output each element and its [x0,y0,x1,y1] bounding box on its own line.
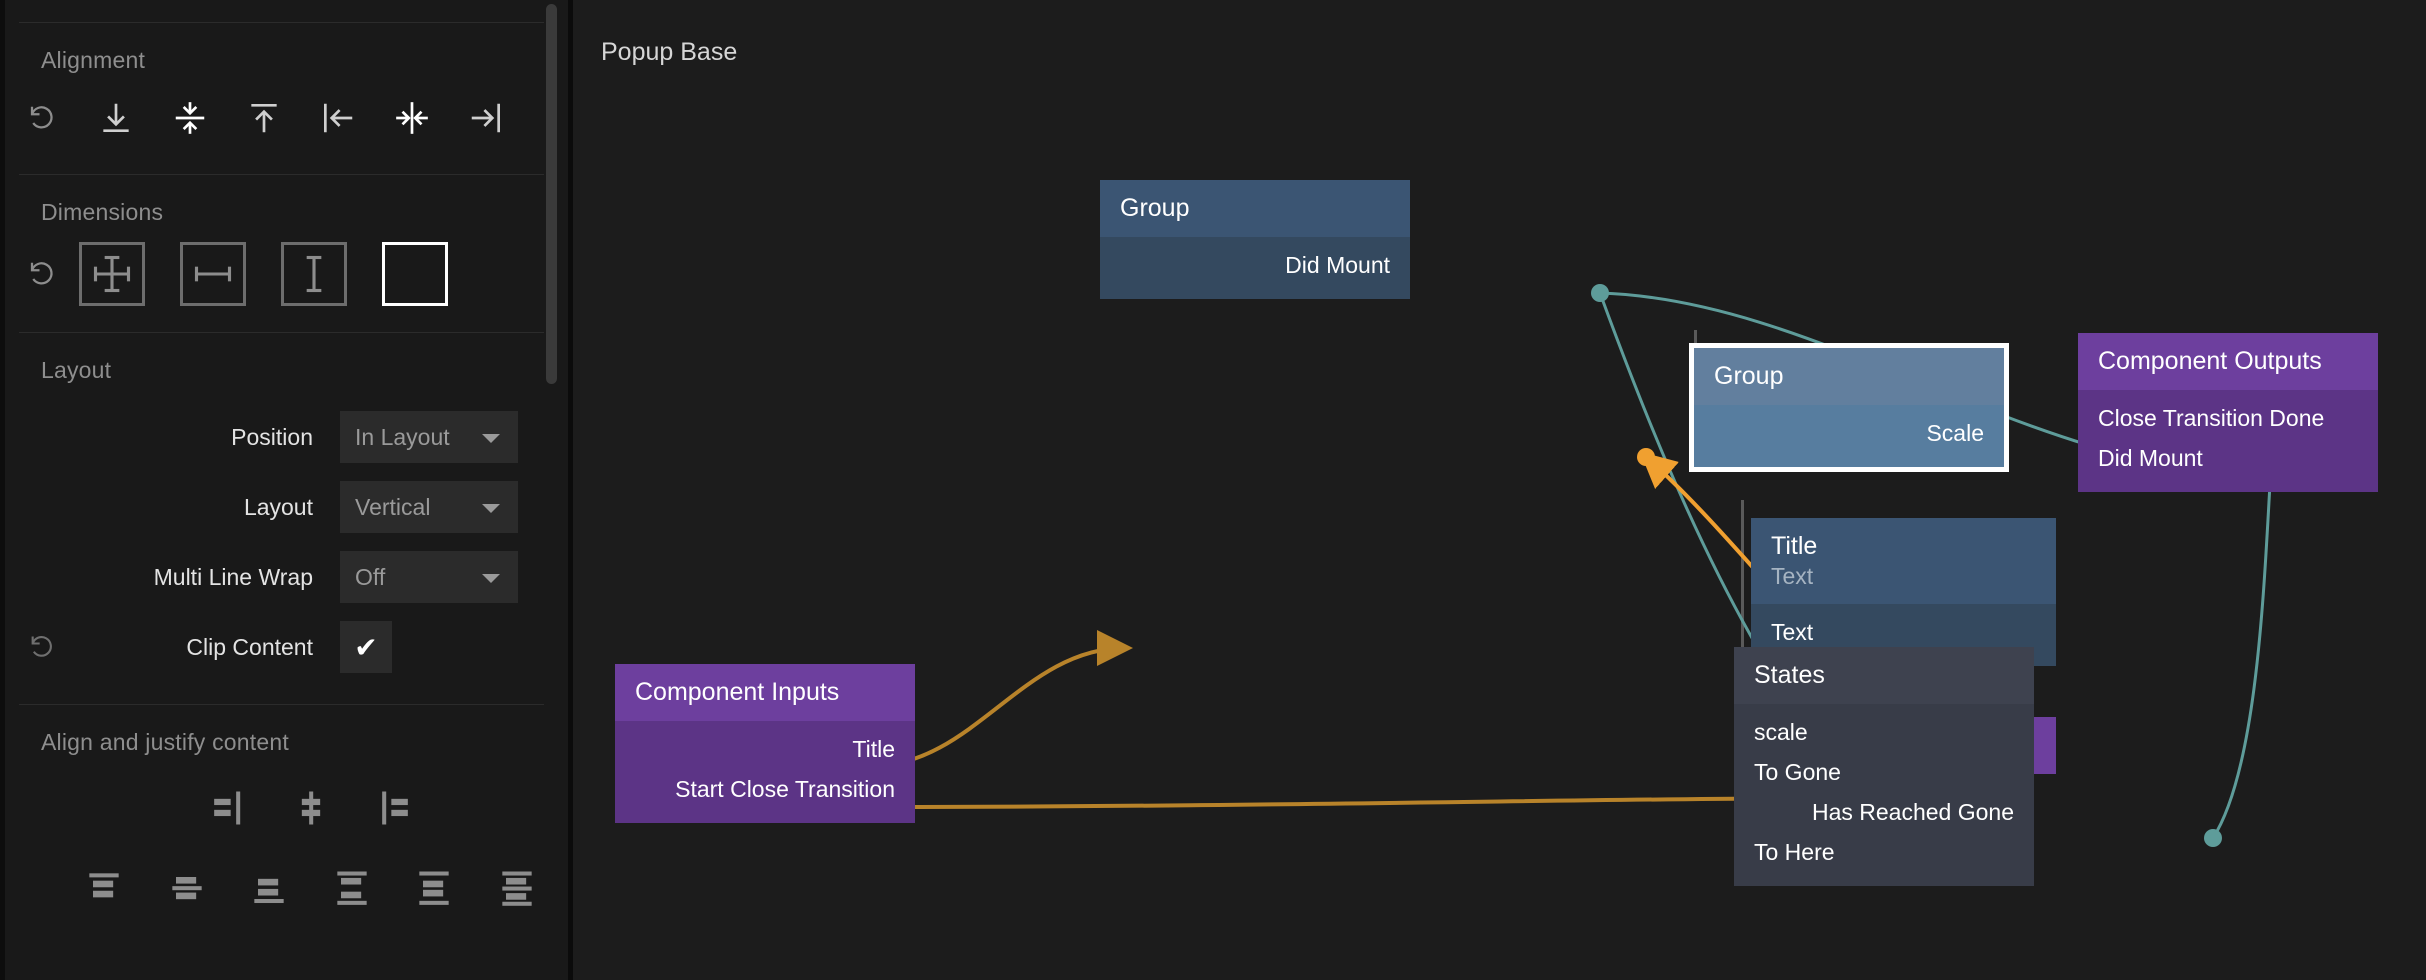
justify-space-between-icon[interactable] [311,860,394,916]
justify-content-row [5,842,558,926]
layout-fields: Position In Layout Layout [5,384,558,704]
align-vertical-center-icon[interactable] [153,88,227,148]
node-subtitle: Text [1771,563,1814,589]
node-ports: Title Start Close Transition [615,721,915,823]
field-clip-content: Clip Content ✔ [5,612,558,682]
align-right-icon[interactable] [449,88,523,148]
inspector-panel: Alignment [0,0,573,980]
layout-value: Vertical [355,493,431,520]
size-fixed-icon[interactable] [382,242,448,306]
inspector-scrollbar[interactable] [546,4,557,384]
port-has-reached-gone[interactable]: Has Reached Gone [1811,799,2014,825]
position-select[interactable]: In Layout [340,411,518,463]
port-did-mount[interactable]: Did Mount [1285,252,1390,278]
chevron-down-icon [482,434,500,443]
node-title: Title Text [1751,518,2056,604]
node-component-outputs[interactable]: Component Outputs Close Transition Done … [2078,333,2378,492]
graph-title: Popup Base [601,38,738,66]
port-to-here[interactable]: To Here [1754,839,1835,865]
check-icon: ✔ [354,631,378,663]
chevron-down-icon [482,574,500,583]
node-title: Group [1100,180,1410,237]
justify-space-around-icon[interactable] [393,860,476,916]
size-both-icon[interactable] [79,242,145,306]
port-start-close-transition[interactable]: Start Close Transition [675,776,895,802]
field-position: Position In Layout [5,402,558,472]
justify-start-icon[interactable] [63,860,146,916]
align-content-center-icon[interactable] [269,780,353,836]
size-width-icon[interactable] [180,242,246,306]
divider [19,332,544,333]
field-label-position: Position [231,423,313,450]
port-text[interactable]: Text [1771,619,1814,645]
section-layout: Layout Position In Layout [5,333,558,704]
clip-content-checkbox[interactable]: ✔ [340,621,392,673]
node-title-text[interactable]: Title Text Text [1751,518,2056,666]
node-graph-canvas[interactable]: Popup Base [573,0,2426,980]
field-label-layout: Layout [243,493,313,520]
field-multi-line-wrap: Multi Line Wrap Off [5,542,558,612]
node-title: Component Outputs [2078,333,2378,390]
justify-center-icon[interactable] [146,860,229,916]
size-height-icon[interactable] [281,242,347,306]
layout-select[interactable]: Vertical [340,481,518,533]
reset-icon[interactable] [5,633,79,661]
align-bottom-icon[interactable] [79,88,153,148]
section-title-layout: Layout [41,357,112,383]
alignment-button-row [5,74,558,174]
align-content-row [5,756,558,842]
node-ports: Scale [1694,405,2004,467]
port-title[interactable]: Title [852,736,895,762]
node-title-label: Title [1771,532,1818,560]
align-left-icon[interactable] [301,88,375,148]
port-to-gone[interactable]: To Gone [1754,759,1841,785]
dimensions-button-row [5,226,558,332]
reset-icon[interactable] [5,88,79,148]
position-value: In Layout [355,423,450,450]
section-title-dimensions: Dimensions [41,199,164,225]
port-scale[interactable]: Scale [1926,420,1984,446]
section-title-alignment: Alignment [41,47,146,73]
node-component-inputs[interactable]: Component Inputs Title Start Close Trans… [615,664,915,823]
port-did-mount[interactable]: Did Mount [2098,445,2203,471]
chevron-down-icon [482,504,500,513]
section-alignment: Alignment [5,23,558,174]
node-title: Component Inputs [615,664,915,721]
section-title-align-justify: Align and justify content [41,729,289,755]
field-layout: Layout Vertical [5,472,558,542]
align-top-icon[interactable] [227,88,301,148]
port-scale[interactable]: scale [1754,719,1808,745]
justify-end-icon[interactable] [228,860,311,916]
align-content-end-icon[interactable] [353,780,437,836]
section-dimensions: Dimensions [5,175,558,332]
align-horizontal-center-icon[interactable] [375,88,449,148]
node-states[interactable]: States scale To Gone Has Reached Gone To… [1734,647,2034,886]
reset-icon[interactable] [5,244,79,304]
divider [19,22,544,23]
justify-space-evenly-icon[interactable] [476,860,559,916]
divider [19,174,544,175]
node-title: States [1734,647,2034,704]
port-close-transition-done[interactable]: Close Transition Done [2098,405,2325,431]
node-ports: scale To Gone Has Reached Gone To Here [1734,704,2034,886]
node-group-outer[interactable]: Group Did Mount [1100,180,1410,299]
align-content-start-icon[interactable] [185,780,269,836]
multi-line-wrap-value: Off [355,563,386,590]
multi-line-wrap-select[interactable]: Off [340,551,518,603]
node-group-inner[interactable]: Group Scale [1689,343,2009,472]
field-label-clip-content: Clip Content [186,633,313,660]
divider [19,704,544,705]
section-align-justify: Align and justify content [5,705,558,926]
node-ports: Close Transition Done Did Mount [2078,390,2378,492]
field-label-multi-line-wrap: Multi Line Wrap [153,563,313,590]
node-title: Group [1694,348,2004,405]
node-ports: Did Mount [1100,237,1410,299]
